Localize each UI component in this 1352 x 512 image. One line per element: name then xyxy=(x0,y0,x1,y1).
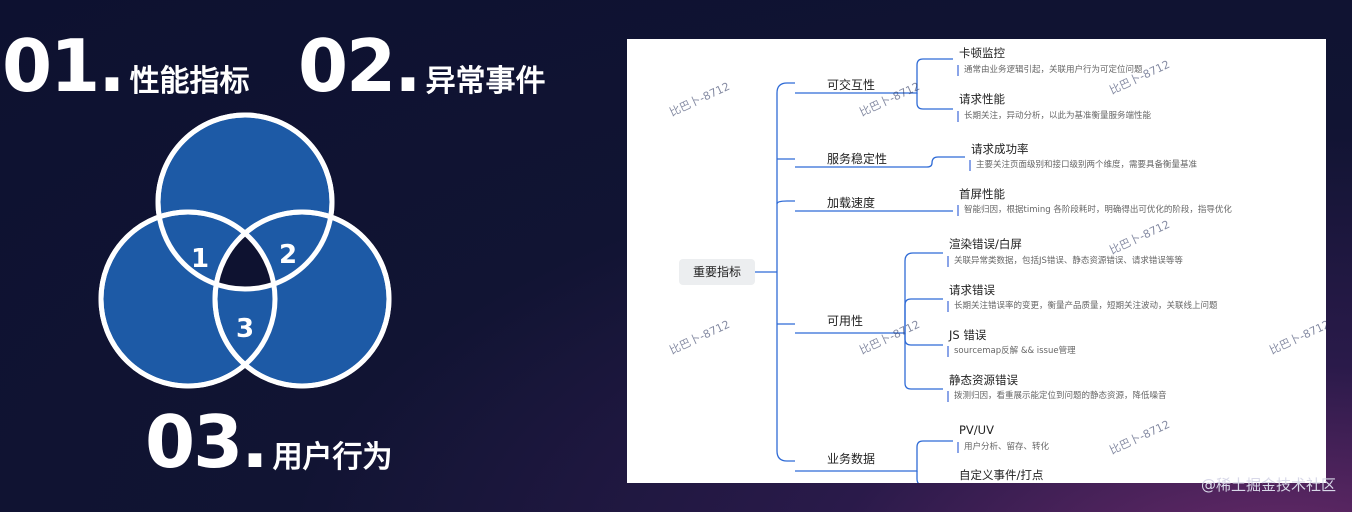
leaf-title: 渲染错误/白屏 xyxy=(949,237,1022,251)
heading-number: 03 xyxy=(145,400,243,484)
credit-text: @稀土掘金技术社区 xyxy=(1200,476,1336,494)
heading-exception-events: 02.异常事件 xyxy=(298,30,546,102)
venn-region-2: 2 xyxy=(279,240,297,270)
leaf-title: 请求错误 xyxy=(949,283,995,297)
leaf-desc: 关联异常类数据，包括JS错误、静态资源错误、请求错误等等 xyxy=(947,256,1183,267)
leaf-title: PV/UV xyxy=(959,423,994,437)
branch-load-speed: 加载速度 xyxy=(827,196,876,210)
leaf-desc: 用户分析、留存、转化 xyxy=(957,442,1049,453)
leaf-desc: 长期关注错误率的变更，衡量产品质量，短期关注波动，关联线上问题 xyxy=(947,301,1218,312)
heading-label: 性能指标 xyxy=(129,64,250,99)
venn-region-3: 3 xyxy=(236,314,254,344)
venn-center-intersection xyxy=(215,212,275,289)
leaf-desc: 通常由业务逻辑引起，关联用户行为可定位问题 xyxy=(957,65,1143,76)
leaf-desc: 主要关注页面级别和接口级别两个维度，需要具备衡量基准 xyxy=(969,160,1197,171)
branch-business-data: 业务数据 xyxy=(827,452,876,466)
heading-dot: . xyxy=(241,400,269,484)
leaf-title: 卡顿监控 xyxy=(959,46,1005,60)
leaf-title: 自定义事件/打点 xyxy=(959,468,1044,482)
branch-interactivity: 可交互性 xyxy=(827,78,876,92)
leaf-title: 请求成功率 xyxy=(971,142,1029,156)
mindmap-connectors xyxy=(755,58,965,483)
branch-service-stability: 服务稳定性 xyxy=(827,152,888,166)
leaf-title: 请求性能 xyxy=(959,92,1005,106)
leaf-title: 首屏性能 xyxy=(959,187,1005,201)
mindmap-root: 重要指标 xyxy=(679,259,755,285)
leaf-desc: 智能归因，根据timing 各阶段耗时，明确得出可优化的阶段，指导优化 xyxy=(957,205,1232,216)
leaf-title: JS 错误 xyxy=(949,328,987,342)
venn-diagram: 1 2 3 xyxy=(98,112,392,389)
leaf-desc: sourcemap反解 && issue管理 xyxy=(947,346,1076,357)
heading-label: 用户行为 xyxy=(272,440,393,475)
heading-number: 02 xyxy=(298,24,396,108)
mindmap-panel: 重要指标 可交互性 服务稳定性 加载速度 可用性 业务数据 卡顿监控 通常由业务… xyxy=(627,39,1326,483)
heading-number: 01 xyxy=(2,24,100,108)
heading-performance-metrics: 01.性能指标 xyxy=(2,30,250,102)
leaf-desc: 拨测归因，看重展示能定位到问题的静态资源，降低噪音 xyxy=(947,391,1167,402)
leaf-title: 静态资源错误 xyxy=(949,373,1018,387)
venn-region-1: 1 xyxy=(191,244,209,274)
heading-user-behavior: 03.用户行为 xyxy=(145,406,393,478)
heading-dot: . xyxy=(394,24,422,108)
heading-label: 异常事件 xyxy=(425,64,546,99)
heading-dot: . xyxy=(98,24,126,108)
branch-availability: 可用性 xyxy=(827,314,864,328)
leaf-desc: 长期关注，异动分析，以此为基准衡量服务端性能 xyxy=(957,111,1151,122)
